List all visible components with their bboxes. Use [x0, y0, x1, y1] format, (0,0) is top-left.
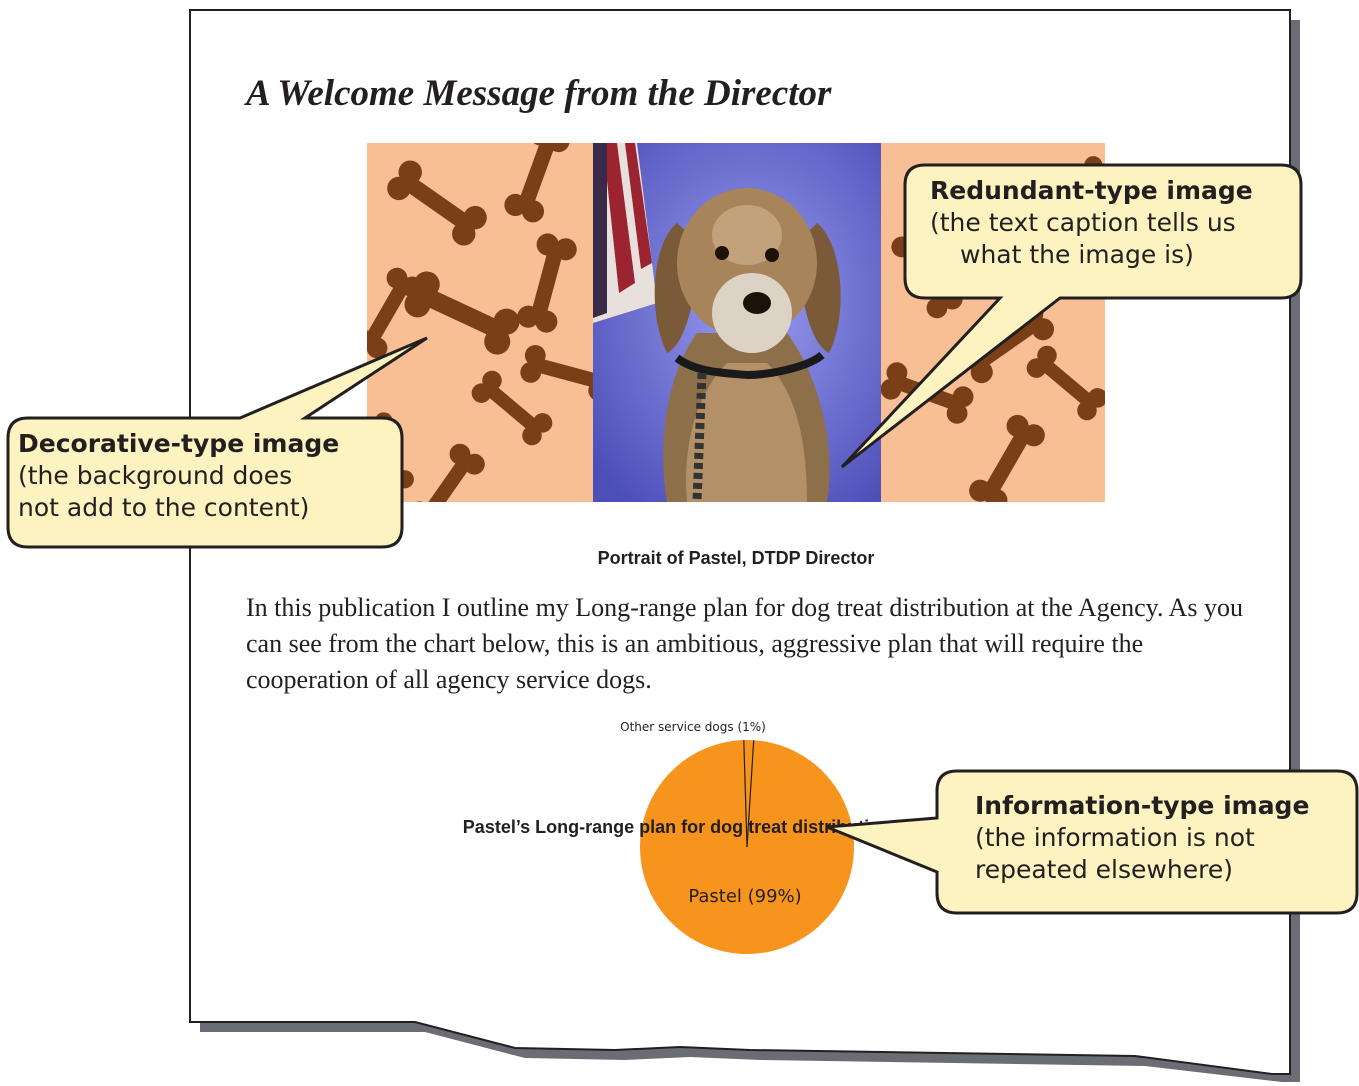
information-callout: Information-type image (the information … — [975, 790, 1350, 886]
decorative-callout-title: Decorative-type image — [18, 429, 340, 458]
information-callout-line2: repeated elsewhere) — [975, 855, 1233, 884]
redundant-callout-title: Redundant-type image — [930, 176, 1253, 205]
redundant-callout-line2: what the image is) — [960, 240, 1194, 269]
portrait-banner — [347, 120, 1112, 537]
redundant-callout: Redundant-type image (the text caption t… — [930, 175, 1290, 271]
decorative-callout-line1: (the background does — [18, 461, 293, 490]
body-paragraph: In this publication I outline my Long-ra… — [246, 593, 1243, 694]
portrait-caption: Portrait of Pastel, DTDP Director — [597, 548, 875, 568]
dog-portrait-photo — [593, 143, 881, 503]
information-callout-title: Information-type image — [975, 791, 1310, 820]
decorative-callout-line2: not add to the content) — [18, 493, 310, 522]
information-callout-line1: (the information is not — [975, 823, 1255, 852]
redundant-callout-line1: (the text caption tells us — [930, 208, 1236, 237]
page-title: A Welcome Message from the Director — [246, 73, 832, 114]
decorative-callout: Decorative-type image (the background do… — [18, 428, 398, 524]
